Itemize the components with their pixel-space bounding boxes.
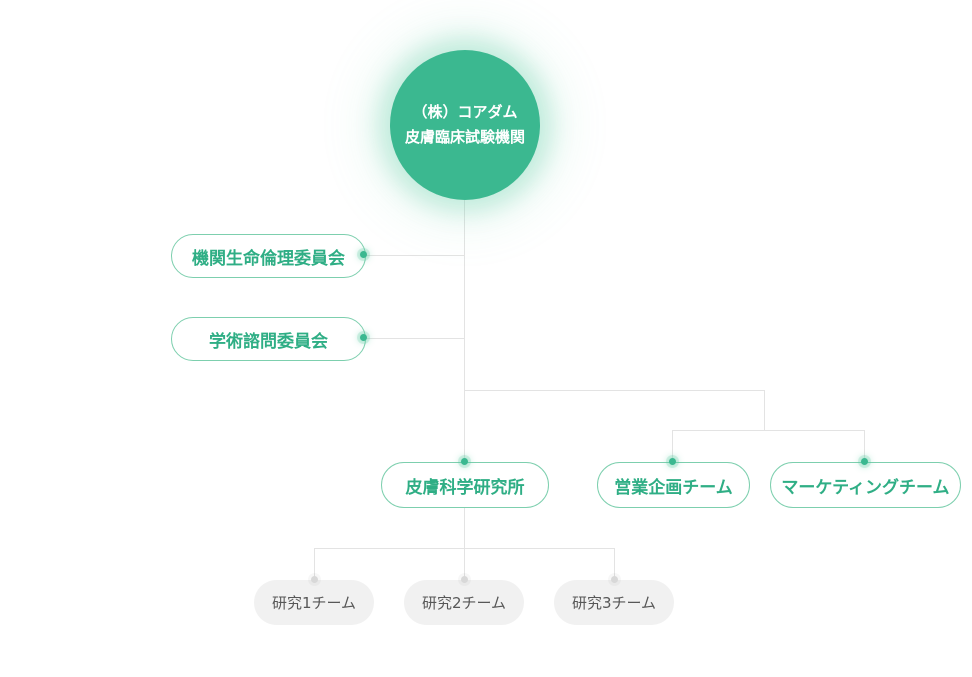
node-label: 営業企画チーム bbox=[614, 477, 733, 498]
node-academic-advisory-committee: 学術諮問委員会 bbox=[171, 317, 366, 361]
connector-trunk bbox=[464, 200, 465, 462]
connector-drop-marketing bbox=[864, 430, 865, 462]
connector-drop-team1 bbox=[314, 548, 315, 580]
root-node-subtitle: 皮膚臨床試験機関 bbox=[404, 128, 525, 146]
node-research-team-3: 研究3チーム bbox=[554, 580, 674, 625]
node-marketing-team: マーケティングチーム bbox=[770, 462, 961, 508]
connector-dot-sales bbox=[669, 458, 676, 465]
node-research-team-1: 研究1チーム bbox=[254, 580, 374, 625]
connector-dot-institute bbox=[461, 458, 468, 465]
node-label: 皮膚科学研究所 bbox=[405, 477, 525, 498]
connector-dot-team1 bbox=[311, 576, 318, 583]
node-label: マーケティングチーム bbox=[781, 477, 950, 498]
connector-committee-2 bbox=[364, 338, 464, 339]
node-skin-science-institute: 皮膚科学研究所 bbox=[381, 462, 549, 508]
connector-branch-sub bbox=[672, 430, 865, 431]
connector-dot-committee-1 bbox=[360, 251, 367, 258]
node-label: 研究3チーム bbox=[571, 594, 657, 612]
node-label: 機関生命倫理委員会 bbox=[192, 248, 345, 269]
connector-drop-team3 bbox=[614, 548, 615, 580]
connector-dot-marketing bbox=[861, 458, 868, 465]
connector-committee-1 bbox=[364, 255, 464, 256]
connector-dot-team3 bbox=[611, 576, 618, 583]
root-node: （株）コアダム 皮膚臨床試験機関 bbox=[390, 50, 540, 200]
connector-drop-team2 bbox=[464, 548, 465, 580]
connector-dot-team2 bbox=[461, 576, 468, 583]
node-research-team-2: 研究2チーム bbox=[404, 580, 524, 625]
connector-branch-top bbox=[464, 390, 764, 391]
node-sales-planning-team: 営業企画チーム bbox=[597, 462, 750, 508]
connector-drop-sales bbox=[672, 430, 673, 462]
connector-branch-right bbox=[764, 390, 765, 430]
connector-research-down bbox=[464, 506, 465, 548]
node-label: 研究2チーム bbox=[421, 594, 507, 612]
node-bioethics-committee: 機関生命倫理委員会 bbox=[171, 234, 366, 278]
node-label: 研究1チーム bbox=[271, 594, 357, 612]
connector-dot-committee-2 bbox=[360, 334, 367, 341]
node-label: 学術諮問委員会 bbox=[209, 331, 328, 352]
root-node-name: （株）コアダム bbox=[412, 102, 518, 121]
